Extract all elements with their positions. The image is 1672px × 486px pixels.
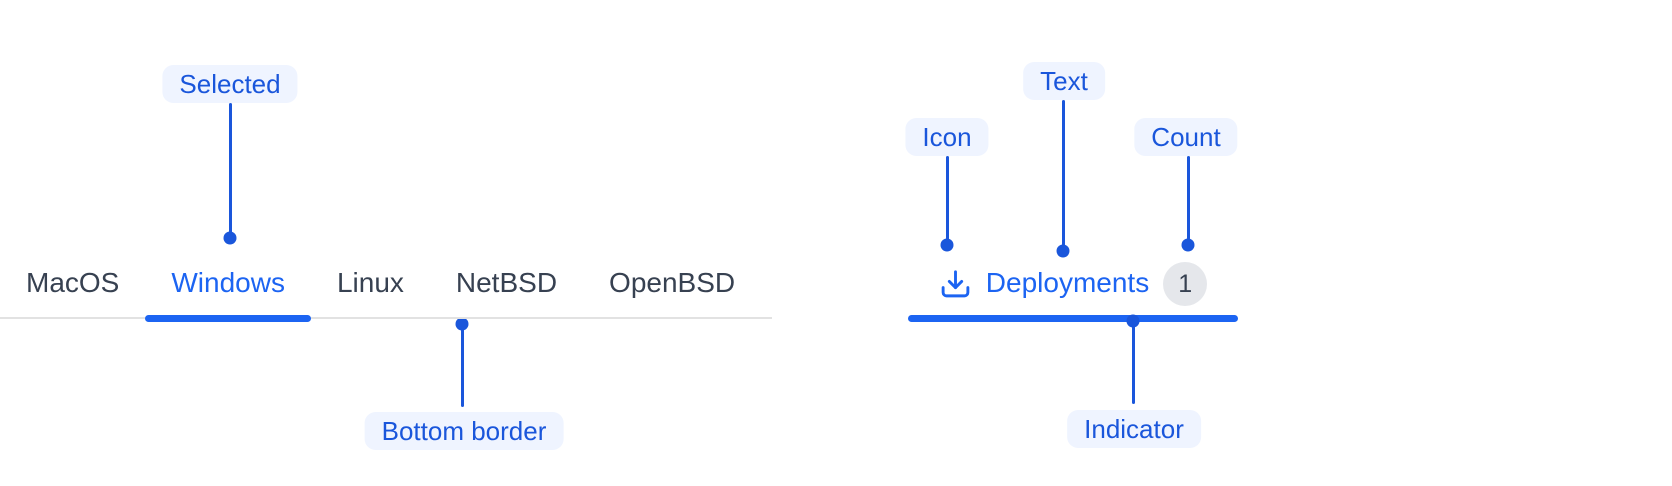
selected-annotation-pill: Selected bbox=[162, 65, 298, 103]
selected-connector-dot bbox=[223, 231, 237, 245]
tab-label: Deployments bbox=[985, 267, 1150, 298]
tab-label: Windows bbox=[171, 267, 285, 298]
count-annotation-pill: Count bbox=[1134, 118, 1238, 156]
icon-annotation-pill: Icon bbox=[905, 118, 989, 156]
tab-label: Linux bbox=[336, 267, 404, 298]
count-connector-dot bbox=[1181, 238, 1195, 252]
text-connector-dot bbox=[1056, 244, 1070, 258]
indicator-connector-line bbox=[1131, 324, 1135, 404]
tab-macos[interactable]: MacOS bbox=[0, 249, 145, 317]
selected-tab-indicator bbox=[145, 315, 311, 322]
tab-deployments[interactable]: Deployments 1 bbox=[908, 248, 1238, 322]
tab-netbsd[interactable]: NetBSD bbox=[430, 249, 583, 317]
active-tab-indicator bbox=[908, 315, 1238, 322]
tab-linux[interactable]: Linux bbox=[311, 249, 430, 317]
count-badge: 1 bbox=[1163, 262, 1208, 306]
tab-openbsd[interactable]: OpenBSD bbox=[583, 249, 761, 317]
tab-label: OpenBSD bbox=[609, 267, 736, 298]
bottom-border-annotation-pill: Bottom border bbox=[364, 412, 564, 450]
tab-label: MacOS bbox=[26, 267, 120, 298]
count-connector-line bbox=[1186, 156, 1190, 240]
indicator-annotation-pill: Indicator bbox=[1067, 410, 1201, 448]
indicator-connector-dot bbox=[1126, 314, 1140, 328]
text-connector-line bbox=[1061, 100, 1065, 246]
tab-windows[interactable]: Windows bbox=[145, 249, 311, 322]
text-annotation-pill: Text bbox=[1023, 62, 1105, 100]
download-icon bbox=[941, 269, 970, 297]
tab-bar: MacOS Windows Linux NetBSD OpenBSD bbox=[0, 249, 772, 322]
bottom-border-connector-line bbox=[460, 326, 464, 407]
count-badge-value: 1 bbox=[1178, 269, 1193, 298]
selected-connector-line bbox=[228, 103, 232, 236]
bottom-border-connector-dot bbox=[455, 317, 469, 331]
icon-connector-line bbox=[945, 156, 949, 240]
tab-label: NetBSD bbox=[455, 267, 558, 298]
icon-connector-dot bbox=[940, 238, 954, 252]
